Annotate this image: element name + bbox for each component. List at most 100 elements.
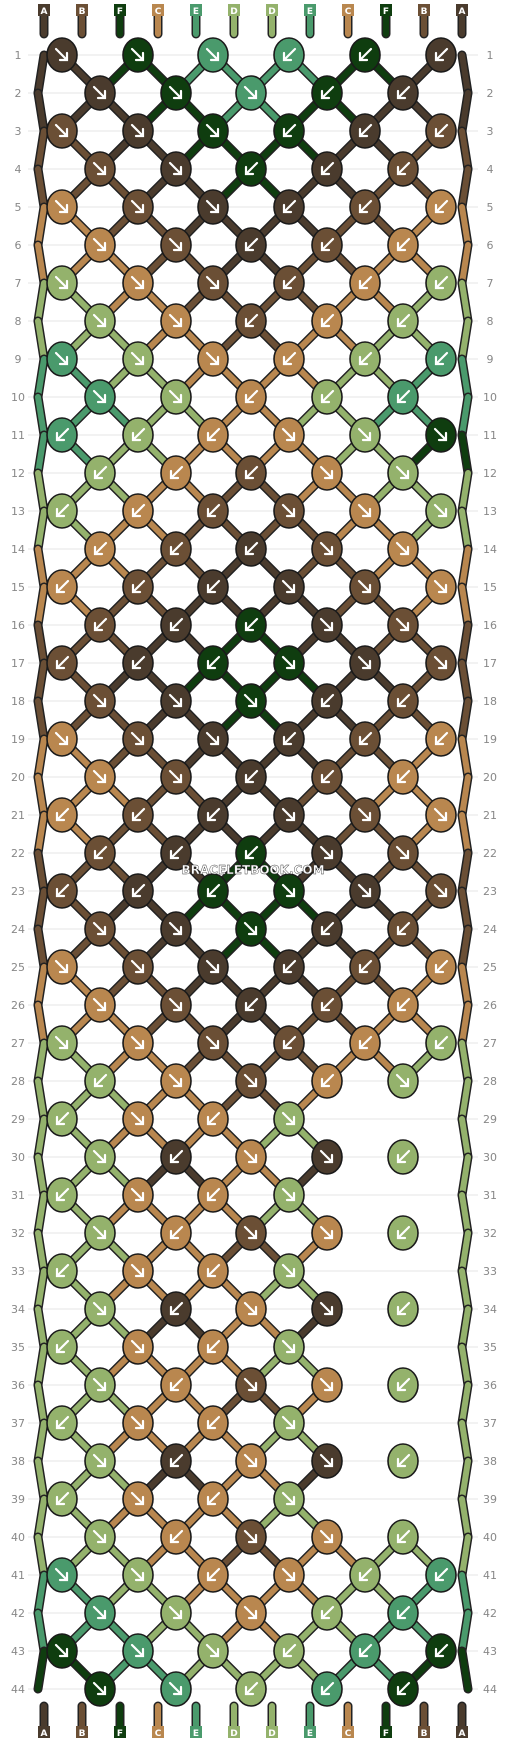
- edge-strand: [35, 850, 47, 894]
- knot: [349, 417, 381, 453]
- row-number-left: 5: [15, 201, 22, 214]
- knot-arrow-icon: [320, 1681, 335, 1696]
- bottom-thread-label-swatch: [380, 1726, 392, 1738]
- knot: [122, 189, 154, 225]
- edge-strand: [459, 1116, 471, 1160]
- row-number-right: 17: [483, 657, 497, 670]
- top-thread-label: B: [79, 7, 86, 17]
- knot: [160, 987, 192, 1023]
- knot: [122, 721, 154, 757]
- knot-arrow-icon: [244, 1681, 259, 1696]
- knot-arrow-icon: [55, 503, 70, 518]
- knot: [387, 1063, 419, 1099]
- knot-arrow-icon: [92, 1681, 107, 1696]
- knot: [84, 1367, 116, 1403]
- edge-strand: [35, 1306, 47, 1350]
- knot: [311, 911, 343, 947]
- row-number-left: 3: [15, 125, 22, 138]
- bottom-thread-label: C: [155, 1729, 162, 1739]
- row-number-left: 38: [11, 1455, 25, 1468]
- row-number-left: 40: [11, 1531, 25, 1544]
- knot: [273, 569, 305, 605]
- knot-arrow-icon: [282, 47, 297, 62]
- knot: [197, 1481, 229, 1517]
- knot-arrow-icon: [320, 161, 335, 176]
- edge-strand: [459, 1154, 471, 1198]
- knot-arrow-icon: [130, 1111, 145, 1126]
- knot: [122, 1253, 154, 1289]
- knot: [235, 1139, 267, 1175]
- knot: [235, 1443, 267, 1479]
- row-number-right: 7: [487, 277, 494, 290]
- row-number-right: 43: [483, 1645, 497, 1658]
- knot-arrow-icon: [434, 47, 449, 62]
- knot: [160, 683, 192, 719]
- row-number-left: 29: [11, 1113, 25, 1126]
- knot-arrow-icon: [357, 503, 372, 518]
- knot-arrow-icon: [92, 1377, 107, 1392]
- knot-arrow-icon: [93, 1073, 108, 1088]
- edge-strand: [459, 812, 471, 856]
- row-number-right: 18: [483, 695, 497, 708]
- row-number-right: 10: [483, 391, 497, 404]
- edge-strand: [459, 660, 471, 704]
- edge-strand: [35, 432, 47, 476]
- knot: [160, 1519, 192, 1555]
- knot: [273, 265, 305, 301]
- knot: [160, 835, 192, 871]
- knot-arrow-icon: [92, 1225, 107, 1240]
- bottom-thread-label-swatch: [266, 1726, 278, 1738]
- edge-strand: [35, 1382, 47, 1426]
- edge-strand: [459, 1458, 471, 1502]
- knot-arrow-icon: [206, 1263, 221, 1278]
- knot: [349, 265, 381, 301]
- knot: [273, 1177, 305, 1213]
- knot: [235, 759, 267, 795]
- knot: [122, 1329, 154, 1365]
- row-number-right: 41: [483, 1569, 497, 1582]
- knot-arrow-icon: [282, 275, 297, 290]
- knot: [235, 455, 267, 491]
- edge-strand: [459, 964, 471, 1008]
- edge-strand: [459, 1496, 471, 1540]
- knot-arrow-icon: [169, 1149, 184, 1164]
- knot: [160, 1139, 192, 1175]
- knot: [235, 1367, 267, 1403]
- knot: [235, 1063, 267, 1099]
- knot: [122, 1177, 154, 1213]
- row-number-right: 25: [483, 961, 497, 974]
- knot-arrow-icon: [244, 313, 259, 328]
- knot: [235, 683, 267, 719]
- knot-arrow-icon: [92, 1149, 107, 1164]
- knot-arrow-icon: [55, 427, 70, 442]
- knot: [311, 1671, 343, 1707]
- knot-arrow-icon: [206, 1567, 221, 1582]
- knot: [46, 1557, 78, 1593]
- row-number-left: 8: [15, 315, 22, 328]
- knot: [425, 1633, 457, 1669]
- row-number-left: 31: [11, 1189, 25, 1202]
- knot-arrow-icon: [54, 1567, 69, 1582]
- knot-arrow-icon: [434, 199, 449, 214]
- knot: [387, 683, 419, 719]
- knot-arrow-icon: [169, 465, 184, 480]
- knot: [235, 227, 267, 263]
- knot: [46, 1177, 78, 1213]
- row-number-right: 39: [483, 1493, 497, 1506]
- knot: [122, 493, 154, 529]
- knot: [46, 721, 78, 757]
- edge-strand: [459, 1534, 471, 1578]
- top-thread-label: C: [155, 7, 162, 17]
- knot: [46, 873, 78, 909]
- knot-arrow-icon: [358, 959, 373, 974]
- knot-arrow-icon: [396, 997, 411, 1012]
- row-number-left: 44: [11, 1683, 25, 1696]
- knot: [197, 1633, 229, 1669]
- knot-arrow-icon: [131, 655, 146, 670]
- bottom-thread-label: C: [345, 1729, 352, 1739]
- edge-strand: [459, 242, 471, 286]
- knot-arrow-icon: [282, 959, 297, 974]
- knot-arrow-icon: [358, 351, 373, 366]
- knot-arrow-icon: [55, 1263, 70, 1278]
- knot-arrow-icon: [433, 883, 448, 898]
